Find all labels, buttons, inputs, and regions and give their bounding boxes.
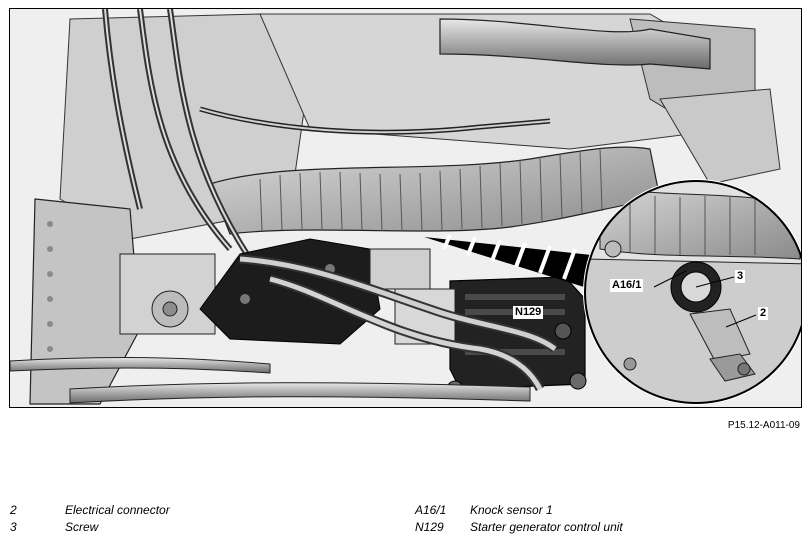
- engine-drawing: [10, 9, 801, 407]
- engine-illustration: N129 A16/1 3 2: [9, 8, 802, 408]
- legend-label: Electrical connector: [65, 503, 170, 517]
- legend-item: N129 Starter generator control unit: [415, 519, 623, 536]
- legend-key: N129: [415, 520, 444, 534]
- callout-2: 2: [758, 307, 769, 320]
- legend-key: 2: [10, 503, 17, 517]
- legend-key: 3: [10, 520, 17, 534]
- callout-n129: N129: [513, 306, 544, 319]
- legend-left: 2 Electrical connector 3 Screw: [10, 502, 170, 536]
- legend-item: 3 Screw: [10, 519, 170, 536]
- legend-key: A16/1: [415, 503, 447, 517]
- legend-label: Knock sensor 1: [470, 503, 553, 517]
- legend-label: Screw: [65, 520, 99, 534]
- legend-item: A16/1 Knock sensor 1: [415, 502, 623, 519]
- legend-right: A16/1 Knock sensor 1 N129 Starter genera…: [415, 502, 623, 536]
- legend-label: Starter generator control unit: [470, 520, 623, 534]
- figure-id: P15.12-A011-09: [727, 420, 800, 431]
- callout-a16-1: A16/1: [610, 279, 644, 292]
- legend-item: 2 Electrical connector: [10, 502, 170, 519]
- callout-3: 3: [735, 270, 746, 283]
